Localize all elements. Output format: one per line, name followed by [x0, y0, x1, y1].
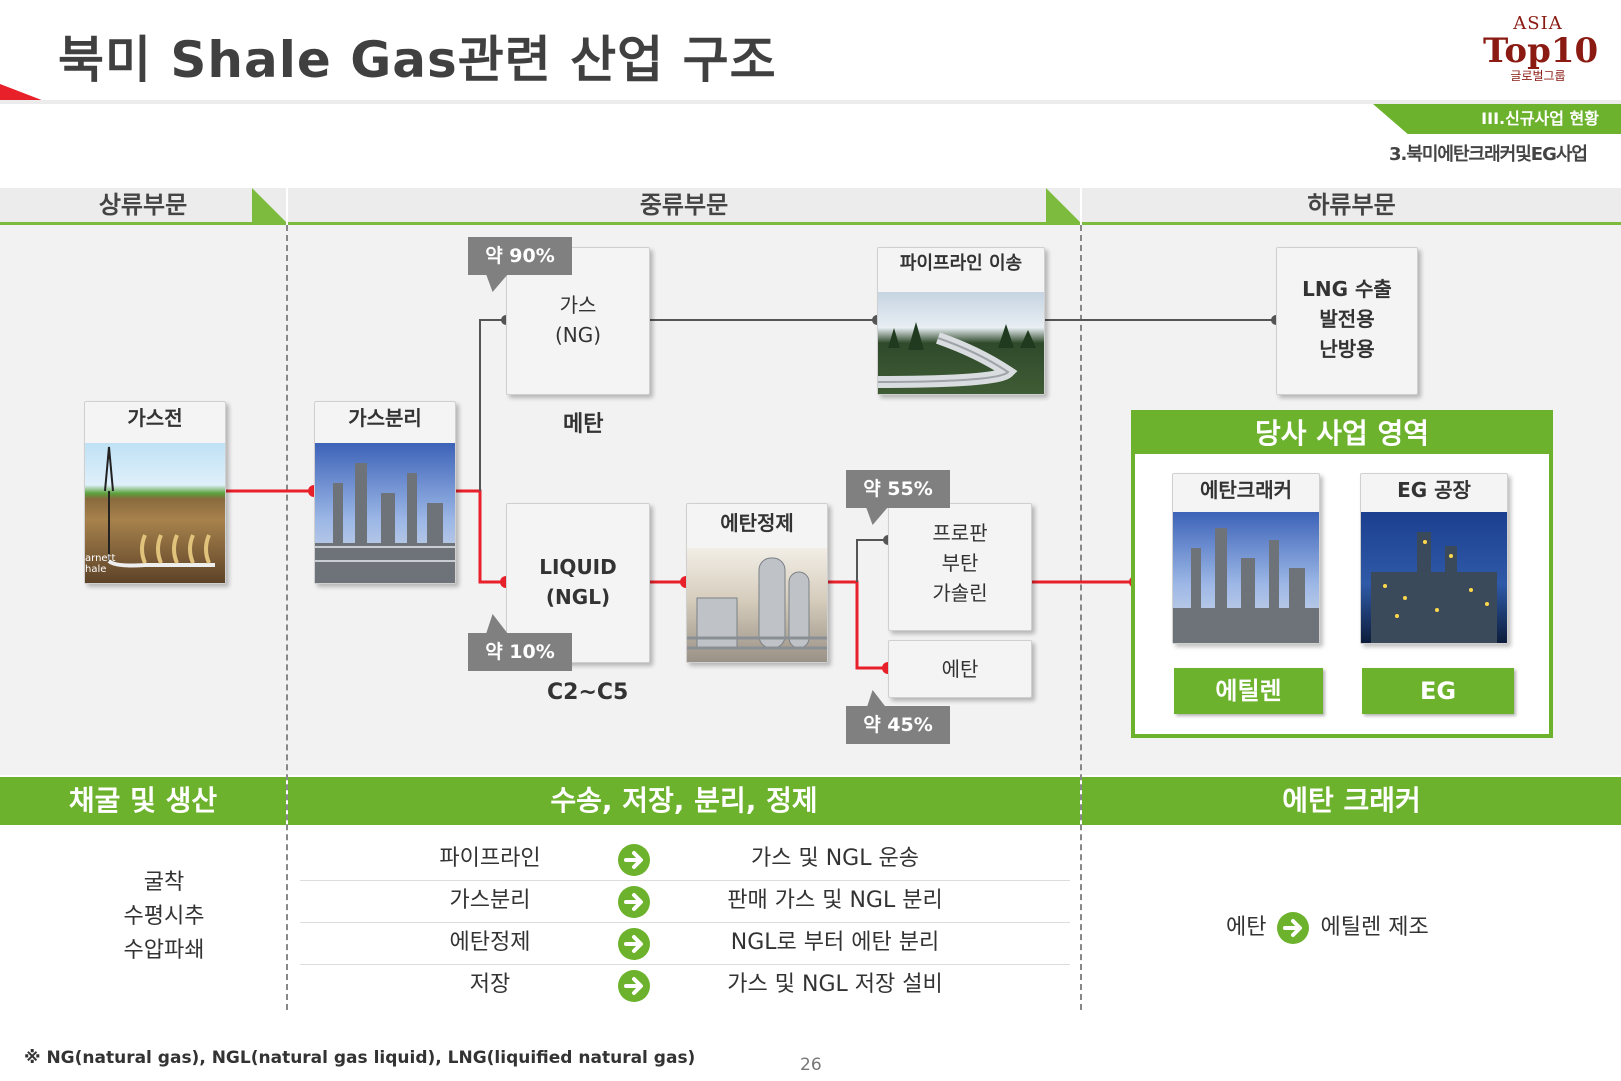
upstream-item: 굴착 [143, 870, 185, 895]
lng-line-3: 난방용 [1319, 337, 1375, 361]
row-description: 가스 및 NGL 저장 설비 [727, 972, 943, 997]
table-row: 저장 가스 및 NGL 저장 설비 [300, 964, 1070, 1006]
gas-separation-label: 가스분리 [348, 406, 422, 430]
refinery-towers-icon [315, 463, 455, 583]
propane-line-3: 가솔린 [932, 581, 988, 605]
gas-field-label: 가스전 [127, 406, 183, 430]
gas-field-box: 가스전 arnett hale [84, 401, 226, 584]
green-arrow-icon [618, 970, 650, 1002]
page-number: 26 [800, 1055, 822, 1075]
asia-top10-logo: ASIA Top10 글로벌그룹 [1483, 13, 1599, 94]
propane-box: 프로판 부탄 가솔린 [888, 503, 1032, 631]
red-line-refining-to-ethane [826, 580, 888, 670]
gray-line-to-propane [856, 539, 888, 582]
propane-percent-callout: 약 55% [846, 470, 950, 508]
ethane-cracker-label: 에탄크래커 [1200, 478, 1292, 502]
upstream-item: 수평시추 [123, 904, 205, 929]
eg-plant-photo [1361, 512, 1507, 643]
row-description: 가스 및 NGL 운송 [751, 846, 919, 871]
row-description: NGL로 부터 에탄 분리 [730, 930, 940, 955]
refining-plant-icon [687, 557, 827, 650]
upstream-list: 굴착 수평시추 수압파쇄 [86, 866, 242, 968]
ng-line-1: 가스 [559, 293, 597, 317]
propane-line-2: 부탄 [941, 551, 979, 575]
section-tag: III.신규사업 현황 [1373, 104, 1621, 134]
logo-line-2: Top10 [1483, 31, 1599, 71]
upstream-item: 수압파쇄 [123, 938, 205, 963]
gas-separation-photo [315, 443, 455, 583]
ethane-cracker-box: 에탄크래커 [1172, 473, 1320, 644]
page-title: 북미 Shale Gas관련 산업 구조 [58, 31, 777, 89]
gas-separation-box: 가스분리 [314, 401, 456, 584]
row-process: 에탄정제 [449, 930, 531, 955]
table-row: 에탄정제 NGL로 부터 에탄 분리 [300, 922, 1070, 965]
downstream-flow: 에탄 에틸렌 제조 [1226, 911, 1429, 945]
divider-upstream [286, 225, 288, 1010]
row-description: 판매 가스 및 NGL 분리 [727, 888, 943, 913]
pipeline-icon [878, 322, 1036, 388]
pipeline-label: 파이프라인 이송 [899, 253, 1023, 274]
eg-plant-icon [1371, 532, 1497, 643]
ethane-refining-label: 에탄정제 [720, 511, 794, 535]
ethane-percent-callout: 약 45% [846, 706, 950, 744]
band-midstream-label: 중류부문 [639, 191, 729, 219]
footnote: ※ NG(natural gas), NGL(natural gas liqui… [24, 1048, 696, 1068]
bar-midstream: 수송, 저장, 분리, 정제 [288, 777, 1080, 825]
ethane-box: 에탄 [888, 640, 1032, 698]
pipeline-photo [878, 292, 1044, 394]
logo-line-1: ASIA [1513, 13, 1563, 34]
downstream-from: 에탄 [1226, 915, 1267, 940]
band-downstream: 하류부문 [1082, 188, 1621, 225]
ng-percent-callout: 약 90% [468, 237, 572, 275]
ngl-line-1: LIQUID [539, 555, 617, 579]
ethane-refining-box: 에탄정제 [686, 503, 828, 663]
ethane-cracker-photo [1173, 512, 1319, 643]
green-arrow-icon [618, 886, 650, 918]
ngl-percent-callout: 약 10% [468, 633, 572, 671]
pipeline-box: 파이프라인 이송 [877, 247, 1045, 395]
gray-line-to-ng [479, 319, 506, 491]
eg-product: EG [1362, 668, 1514, 714]
eg-plant-label: EG 공장 [1397, 478, 1471, 502]
green-arrow-icon [1277, 912, 1310, 944]
our-business-title: 당사 사업 영역 [1135, 414, 1549, 454]
band-midstream: 중류부문 [288, 188, 1080, 225]
bar-downstream: 에탄 크래커 [1082, 777, 1621, 825]
row-process: 저장 [469, 972, 511, 997]
ethylene-product: 에틸렌 [1174, 668, 1323, 714]
green-arrow-icon [618, 928, 650, 960]
drilling-rig-icon [104, 446, 215, 568]
eg-plant-box: EG 공장 [1360, 473, 1508, 644]
cracker-towers-icon [1173, 528, 1319, 643]
c2-c5-label: C2~C5 [547, 680, 629, 705]
section-subtitle: 3.북미에탄크래커및EG사업 [1388, 144, 1588, 165]
band-upstream-label: 상류부문 [98, 191, 188, 219]
gas-field-photo: arnett hale [85, 443, 225, 583]
divider-downstream [1080, 225, 1082, 1010]
downstream-to: 에틸렌 제조 [1320, 915, 1429, 940]
bar-upstream: 채굴 및 생산 [0, 777, 286, 825]
logo-line-3: 글로벌그룹 [1510, 69, 1566, 83]
lng-box: LNG 수출 발전용 난방용 [1276, 247, 1418, 395]
header-rule [0, 100, 1621, 104]
green-arrow-icon [618, 844, 650, 876]
ethane-refining-photo [687, 548, 827, 662]
ethane-label: 에탄 [941, 657, 979, 681]
row-process: 가스분리 [449, 888, 531, 913]
table-row: 파이프라인 가스 및 NGL 운송 [300, 838, 1070, 881]
ngl-line-2: (NGL) [545, 585, 611, 609]
lng-line-2: 발전용 [1319, 307, 1375, 331]
gas-field-photo-caption: arnett hale [85, 553, 116, 575]
band-upstream: 상류부문 [0, 188, 286, 225]
propane-line-1: 프로판 [932, 521, 988, 545]
methane-label: 메탄 [563, 412, 604, 437]
row-process: 파이프라인 [439, 846, 541, 871]
band-downstream-label: 하류부문 [1307, 191, 1396, 219]
table-row: 가스분리 판매 가스 및 NGL 분리 [300, 880, 1070, 923]
ng-line-2: (NG) [554, 323, 602, 347]
lng-line-1: LNG 수출 [1302, 277, 1392, 301]
